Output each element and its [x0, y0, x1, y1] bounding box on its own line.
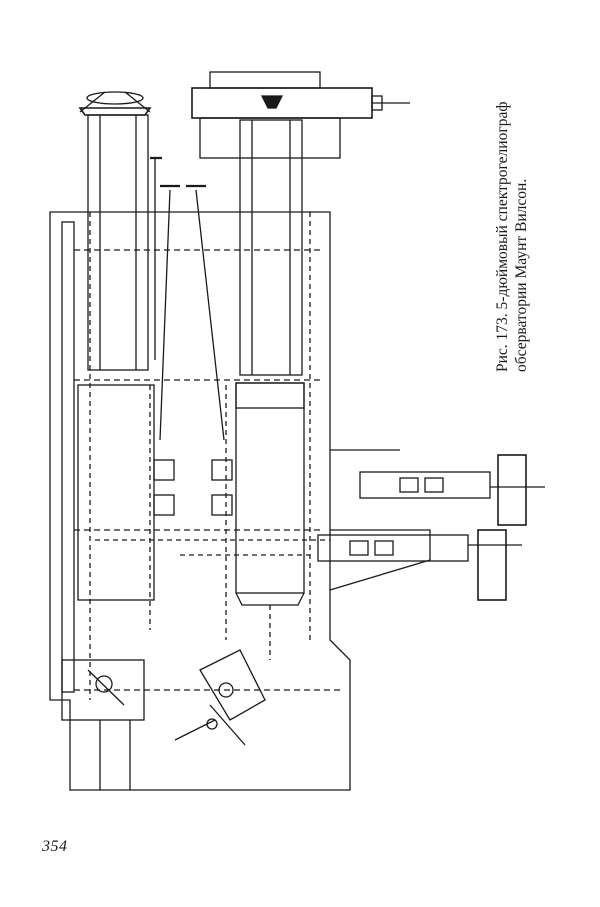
- drive-wheel-upper: [497, 454, 527, 526]
- right-arm: [329, 449, 431, 591]
- clamp-3: [211, 459, 233, 481]
- top-plate-box-cap: [209, 71, 321, 89]
- drive-block-upper-1: [399, 477, 419, 493]
- linkage-pivot-1: [218, 682, 234, 698]
- left-lens-struts: [79, 91, 151, 113]
- frame-outline: [49, 211, 351, 791]
- left-lens-cap: [86, 91, 144, 105]
- linkage-pivot-2: [206, 718, 218, 730]
- left-tube-top: [78, 107, 152, 116]
- top-plate-box: [191, 87, 373, 119]
- left-tube: [87, 114, 149, 371]
- drive-block-lower-2: [374, 540, 394, 556]
- drive-screw-lower: [317, 534, 469, 562]
- carriage-right-bottom: [235, 592, 305, 606]
- dashed-guides: [95, 385, 330, 660]
- rod-2: [195, 189, 225, 441]
- clamp-4: [211, 494, 233, 516]
- clamp-2: [153, 494, 175, 516]
- frame-inner: [74, 249, 340, 691]
- drive-block-upper-2: [424, 477, 444, 493]
- lower-gear-box: [61, 659, 145, 721]
- clamp-1: [153, 459, 175, 481]
- lower-gear-hub: [95, 675, 113, 693]
- drive-wheel-lower: [477, 529, 507, 601]
- frame-inner-left: [61, 221, 75, 693]
- carriage-right: [235, 382, 305, 594]
- rod-1: [159, 189, 171, 441]
- linkage: [174, 649, 266, 746]
- caption-line-2: обсерватории Маунт Вилсон.: [513, 178, 530, 372]
- rod-handles: [150, 156, 206, 188]
- drive-block-lower-1: [349, 540, 369, 556]
- top-bracket: [199, 117, 341, 159]
- lower-gear-lever: [87, 669, 131, 790]
- caption-line-1: Рис. 173. 5-дюймовый спектрогелиограф: [494, 101, 511, 372]
- top-screw-knob: [371, 95, 383, 111]
- top-plate-prism: [260, 95, 284, 109]
- page-number: 354: [42, 838, 68, 855]
- carriage-right-top: [235, 382, 305, 409]
- right-tube: [239, 119, 303, 376]
- carriage-left: [77, 384, 155, 601]
- drive-screw-upper: [359, 471, 491, 499]
